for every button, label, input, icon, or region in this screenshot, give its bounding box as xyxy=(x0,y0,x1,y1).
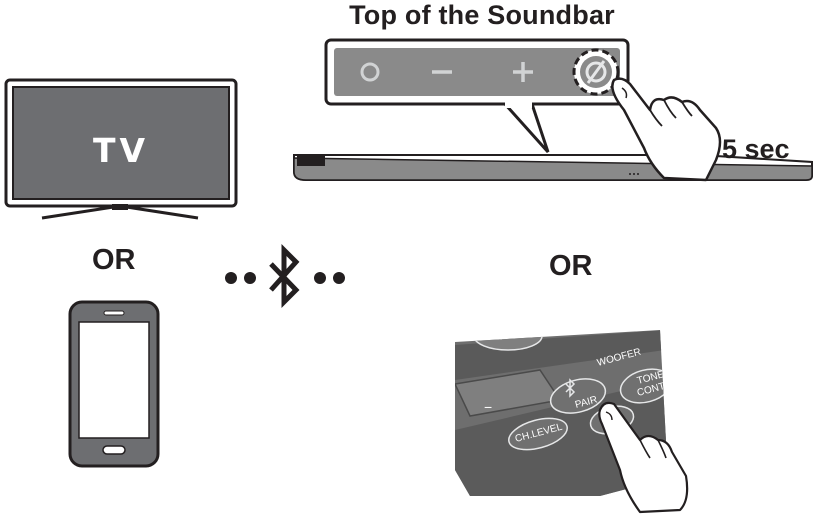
hold-duration-label: 5 sec xyxy=(722,134,790,164)
remote-pointing-hand-icon xyxy=(598,401,689,514)
tv-label: TV xyxy=(93,131,149,170)
bluetooth-icon xyxy=(269,243,300,309)
pointing-hand-icon xyxy=(611,77,722,182)
remote-control-illustration: MO WOOFER TONE CONT PAIR CH.LEVEL − xyxy=(455,330,689,514)
soundbar-top-title: Top of the Soundbar xyxy=(349,0,615,30)
source-button-icon[interactable] xyxy=(572,48,620,96)
remote-minus-label: − xyxy=(484,399,492,415)
or-separator-right: OR xyxy=(549,250,593,282)
soundbar-top-panel xyxy=(324,38,630,154)
smartphone-illustration xyxy=(68,300,160,468)
tv-illustration: TV xyxy=(4,78,238,220)
power-icon[interactable] xyxy=(360,62,380,82)
volume-up-icon[interactable] xyxy=(513,62,533,82)
bluetooth-pair-icon xyxy=(565,378,576,398)
or-separator-left: OR xyxy=(92,244,136,276)
bluetooth-connection xyxy=(225,243,345,309)
